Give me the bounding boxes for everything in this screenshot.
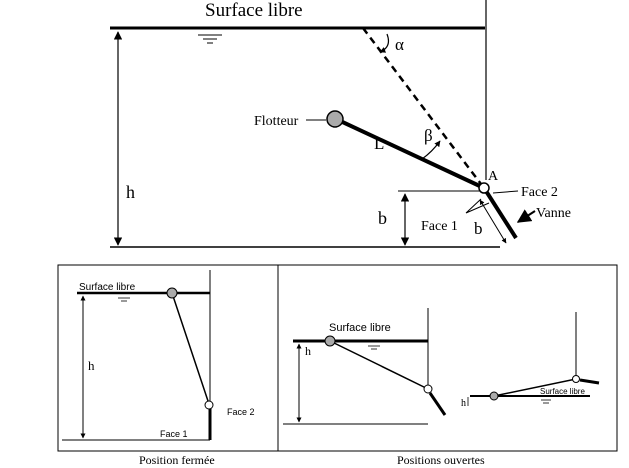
open2-h-label: h [461, 398, 466, 409]
open1-pivot [423, 384, 433, 394]
open1-float-ball [324, 335, 336, 347]
main-diagram: Surface libre h b α Flotteur L β A Face … [110, 0, 571, 248]
closed-surface-label: Surface libre [79, 282, 136, 293]
open-panel: Surface libre h Surface libre h Position… [283, 308, 600, 467]
face2-leader [492, 190, 519, 194]
face1-label: Face 1 [421, 219, 458, 234]
b-label: b [378, 208, 387, 228]
length-label: L [374, 134, 384, 153]
float-label: Flotteur [254, 114, 299, 129]
open2-float-ball [489, 391, 499, 401]
b-slant-label: b [474, 219, 483, 238]
open1-float-arm [329, 340, 429, 390]
water-level-symbol [198, 34, 222, 44]
open2-water-level-symbol [541, 399, 551, 404]
closed-float-ball [166, 287, 178, 299]
face2-label: Face 2 [521, 185, 558, 200]
closed-caption: Position fermée [139, 453, 215, 467]
gate-plate [484, 189, 518, 240]
beta-arc [421, 140, 441, 160]
open-caption: Positions ouvertes [397, 453, 485, 467]
pivot-a [478, 182, 490, 194]
b-slant-dimension [479, 199, 507, 244]
alpha-label: α [395, 35, 404, 54]
open1-water-level-symbol [368, 345, 380, 350]
closed-h-label: h [88, 358, 95, 373]
closed-face2-label: Face 2 [227, 407, 255, 417]
open1-surface-label: Surface libre [329, 322, 391, 334]
gate-label: Vanne [536, 206, 571, 221]
alpha-arc [379, 33, 390, 53]
bottom-frame [57, 264, 618, 452]
beta-label: β [424, 126, 433, 145]
dashed-reference-line [362, 27, 485, 189]
surface-label: Surface libre [205, 0, 303, 21]
closed-pivot [204, 400, 214, 410]
open2-gate [579, 378, 600, 385]
open2-surface-label: Surface libre [540, 387, 585, 396]
gate-arrow [516, 209, 536, 223]
point-a-label: A [488, 169, 499, 184]
float-arm [335, 117, 485, 190]
closed-panel: Surface libre h Face 2 Face 1 Position f… [62, 270, 255, 467]
closed-face1-label: Face 1 [160, 429, 188, 439]
float-ball [326, 110, 344, 128]
h-label: h [126, 182, 135, 202]
open2-pivot [572, 375, 580, 383]
open1-h-label: h [305, 344, 311, 358]
face1-leader [465, 198, 490, 214]
closed-water-level-symbol [118, 297, 130, 302]
open1-gate [428, 392, 447, 416]
closed-float-arm [171, 292, 210, 405]
open2-float-arm [493, 378, 577, 397]
